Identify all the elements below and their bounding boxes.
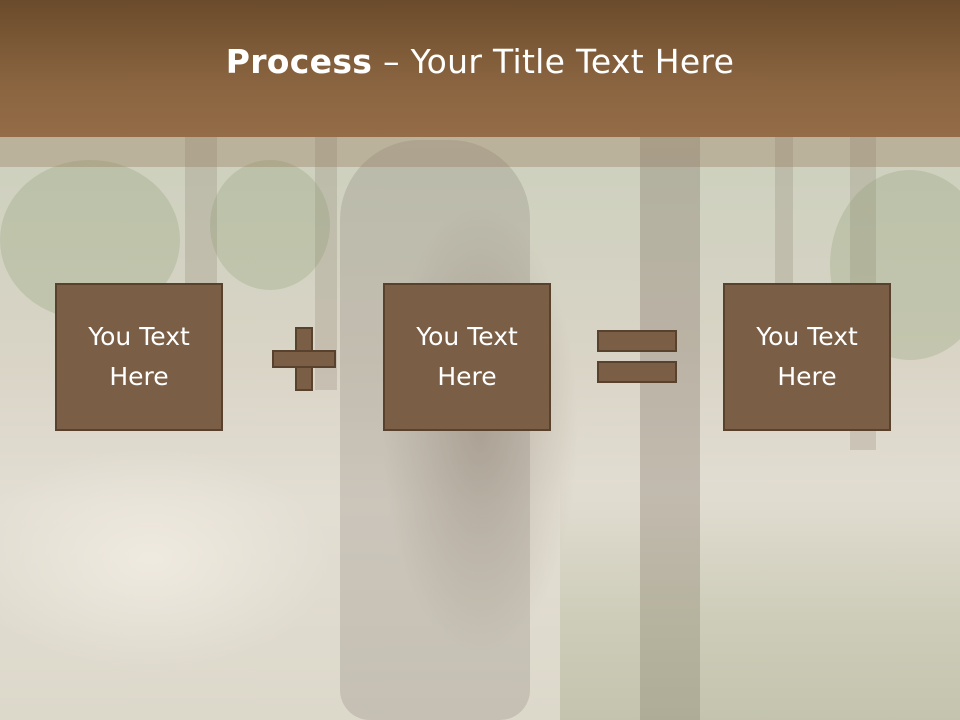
process-box-3[interactable]: You Text Here	[723, 283, 891, 431]
equals-icon	[597, 330, 677, 384]
tree-trunk	[315, 130, 337, 390]
title-rest: – Your Title Text Here	[372, 42, 735, 81]
process-box-2[interactable]: You Text Here	[383, 283, 551, 431]
slide-title: Process – Your Title Text Here	[226, 42, 735, 81]
grass	[560, 480, 960, 720]
plus-icon	[272, 327, 336, 391]
title-bold: Process	[225, 42, 373, 81]
process-box-1[interactable]: You Text Here	[55, 283, 223, 431]
foliage	[210, 160, 330, 290]
tree-trunk	[640, 130, 700, 720]
title-band: Process – Your Title Text Here	[0, 0, 960, 137]
title-band-shadow	[0, 137, 960, 167]
